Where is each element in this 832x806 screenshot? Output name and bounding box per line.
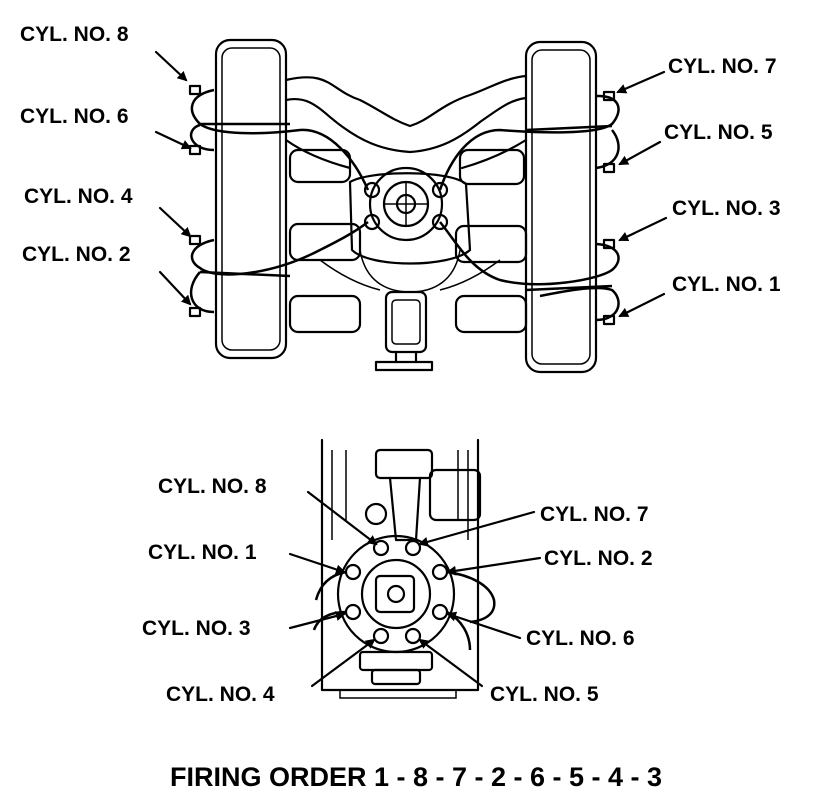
dist-label-cyl-5: CYL. NO. 5 [490, 683, 599, 706]
distributor-leaders [288, 490, 542, 688]
dist-label-cyl-3: CYL. NO. 3 [142, 617, 251, 640]
top-label-cyl-8: CYL. NO. 8 [20, 23, 129, 46]
dist-label-cyl-8: CYL. NO. 8 [158, 475, 267, 498]
top-label-cyl-4: CYL. NO. 4 [24, 185, 133, 208]
dist-label-cyl-4: CYL. NO. 4 [166, 683, 275, 706]
top-view-leaders [154, 50, 668, 318]
dist-label-cyl-6: CYL. NO. 6 [526, 627, 635, 650]
top-label-cyl-3: CYL. NO. 3 [672, 197, 781, 220]
dist-label-cyl-1: CYL. NO. 1 [148, 541, 257, 564]
engine-top-view [188, 38, 620, 374]
top-label-cyl-5: CYL. NO. 5 [664, 121, 773, 144]
firing-order-caption: FIRING ORDER 1 - 8 - 7 - 2 - 6 - 5 - 4 -… [169, 762, 663, 792]
distributor-view [312, 438, 496, 699]
top-label-cyl-2: CYL. NO. 2 [22, 243, 131, 266]
top-label-cyl-1: CYL. NO. 1 [672, 273, 781, 296]
dist-label-cyl-7: CYL. NO. 7 [540, 503, 649, 526]
top-label-cyl-6: CYL. NO. 6 [20, 105, 129, 128]
top-label-cyl-7: CYL. NO. 7 [668, 55, 777, 78]
dist-label-cyl-2: CYL. NO. 2 [544, 547, 653, 570]
